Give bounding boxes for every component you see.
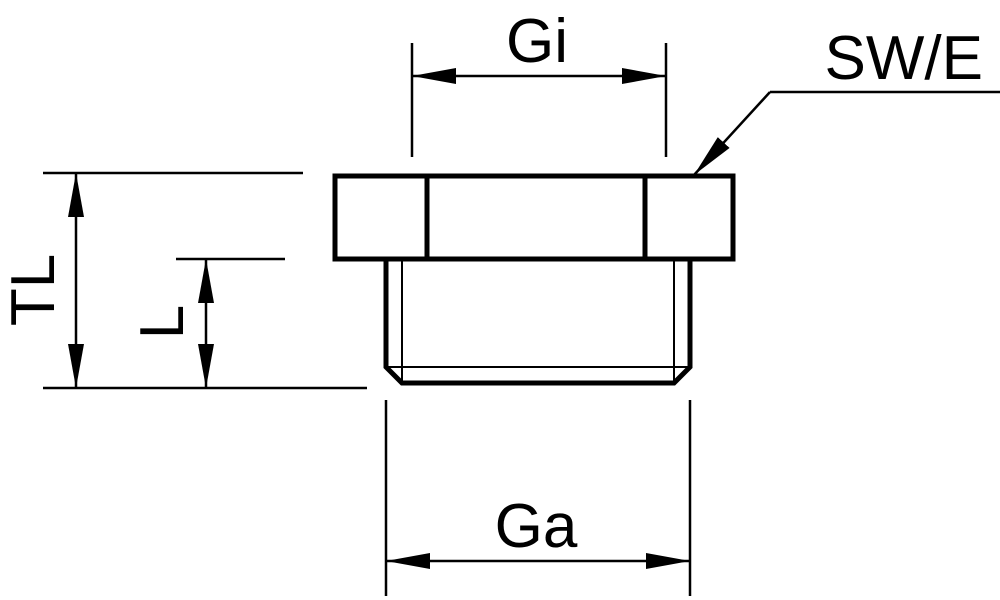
spigot-outline <box>383 259 693 386</box>
threaded-spigot <box>383 259 693 386</box>
hex-nut-body <box>332 173 736 262</box>
gi-dimension <box>410 43 668 157</box>
hex-nut-outline <box>332 173 736 262</box>
sw-e-label: SW/E <box>825 24 983 93</box>
l-label: L <box>128 305 197 339</box>
l-dimension <box>176 257 285 388</box>
sw-e-leader <box>693 90 1000 176</box>
ga-dimension <box>384 400 692 596</box>
gi-label: Gi <box>506 7 568 76</box>
tl-label: TL <box>0 254 68 326</box>
sw-e-leader-arrow <box>693 91 771 176</box>
ga-label: Ga <box>495 492 578 561</box>
